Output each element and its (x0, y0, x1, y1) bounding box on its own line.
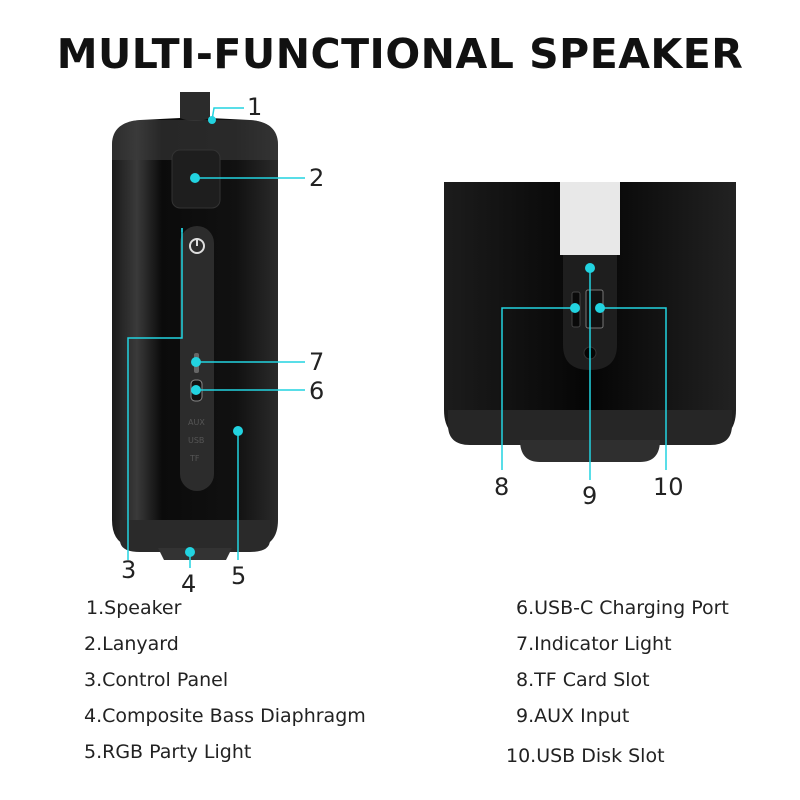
callout-2: 2 (309, 164, 325, 192)
legend-item: 8.TF Card Slot (516, 669, 650, 691)
callout-10: 10 (653, 473, 684, 501)
legend-left: 1.Speaker 2.Lanyard 3.Control Panel 4.Co… (84, 590, 366, 770)
legend-item: 9.AUX Input (516, 705, 630, 727)
legend-item: 2.Lanyard (84, 633, 179, 655)
callout-7: 7 (309, 348, 325, 376)
legend-item: 4.Composite Bass Diaphragm (84, 705, 366, 727)
legend-item: 5.RGB Party Light (84, 741, 252, 763)
callout-6: 6 (309, 377, 325, 405)
legend-item: 1.Speaker (86, 597, 182, 619)
callout-5: 5 (231, 562, 247, 590)
legend-item: 7.Indicator Light (516, 633, 672, 655)
svg-text:USB: USB (188, 436, 204, 445)
callout-8: 8 (494, 473, 510, 501)
page-title: MULTI-FUNCTIONAL SPEAKER (56, 30, 744, 78)
legend-item: 3.Control Panel (84, 669, 229, 691)
callout-3: 3 (121, 556, 137, 584)
legend-item: 10.USB Disk Slot (506, 745, 665, 767)
callout-1: 1 (247, 93, 263, 121)
callout-4: 4 (181, 570, 197, 598)
svg-text:TF: TF (189, 454, 200, 463)
speaker-front-view: AUX USB TF (112, 92, 278, 560)
legend-item: 6.USB-C Charging Port (516, 597, 729, 619)
legend-right: 6.USB-C Charging Port 7.Indicator Light … (506, 590, 729, 774)
callout-9: 9 (582, 482, 598, 510)
panel-label-aux: AUX (188, 418, 205, 427)
